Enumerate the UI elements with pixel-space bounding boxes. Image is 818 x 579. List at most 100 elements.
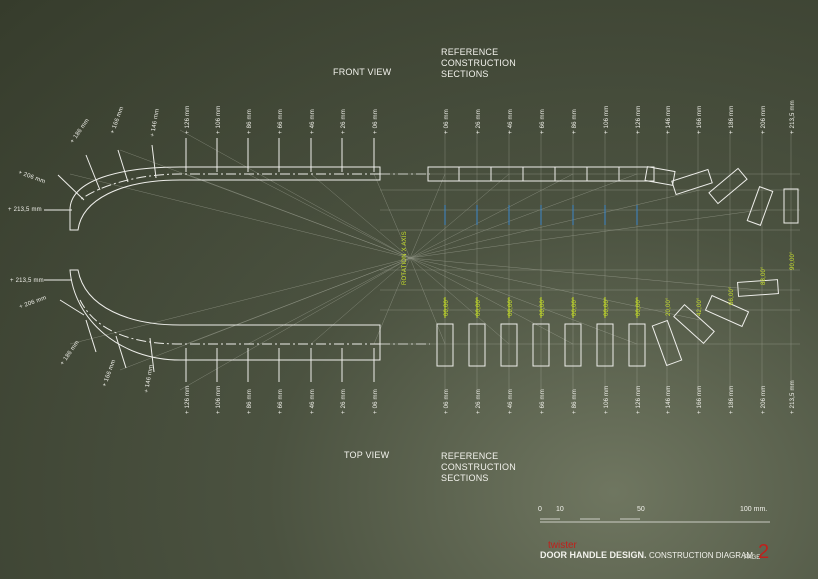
reference-line-1: REFERENCE bbox=[441, 47, 499, 57]
construction-line bbox=[409, 257, 574, 345]
section-dim-label-top: + 146 mm bbox=[666, 105, 672, 134]
top-dim-label: + 86 mm bbox=[247, 389, 253, 414]
section-box bbox=[746, 186, 774, 226]
section-dim-label-bottom: + 186 mm bbox=[729, 385, 735, 414]
section-dim-label-bottom: + 46 mm bbox=[508, 389, 514, 414]
section-dim-label-bottom: + 126 mm bbox=[636, 385, 642, 414]
brand-name: twister bbox=[548, 540, 577, 551]
angle-label: 00,00° bbox=[572, 297, 578, 316]
center-lines bbox=[380, 173, 430, 345]
section-box bbox=[564, 323, 582, 367]
angle-label: 00,00° bbox=[444, 297, 450, 316]
construction-line bbox=[409, 257, 701, 321]
front-dim-label: + 126 mm bbox=[185, 105, 191, 134]
construction-line bbox=[409, 209, 761, 259]
front-dim-label: + 86 mm bbox=[247, 109, 253, 134]
construction-line bbox=[409, 173, 510, 259]
angle-label: 00,00° bbox=[540, 297, 546, 316]
curve-dim-label: + 213,5 mm bbox=[8, 207, 42, 213]
angle-label: 00,00° bbox=[604, 297, 610, 316]
angle-label: 20,00° bbox=[666, 297, 672, 316]
section-box bbox=[704, 294, 750, 328]
construction-line bbox=[409, 257, 510, 345]
construction-line bbox=[409, 173, 574, 259]
angle-label: 42,00° bbox=[697, 297, 703, 316]
reference-sections-label-top: REFERENCE CONSTRUCTION SECTIONS bbox=[441, 47, 516, 80]
top-dim-label: + 126 mm bbox=[185, 385, 191, 414]
subtitle-text: CONSTRUCTION DIAGRAM bbox=[649, 551, 754, 560]
section-box bbox=[596, 323, 614, 367]
top-dim-label: + 66 mm bbox=[278, 389, 284, 414]
section-dim-label-top: + 213,5 mm bbox=[790, 100, 796, 134]
section-box bbox=[708, 167, 748, 205]
angle-label: 00,00° bbox=[636, 297, 642, 316]
section-box bbox=[737, 279, 779, 297]
front-dimension-ticks bbox=[185, 138, 375, 172]
top-view-handle bbox=[69, 269, 381, 361]
reference-line-3: SECTIONS bbox=[441, 69, 489, 79]
section-dim-label-top: + 86 mm bbox=[572, 109, 578, 134]
scale-tick-100: 100 mm. bbox=[740, 506, 768, 513]
section-dim-label-top: + 26 mm bbox=[476, 109, 482, 134]
rotation-axis-label: ROTATION X AXIS bbox=[402, 231, 408, 285]
section-box bbox=[651, 319, 683, 367]
front-dim-label: + 106 mm bbox=[216, 105, 222, 134]
reference-sections-front bbox=[427, 166, 799, 226]
construction-line bbox=[409, 257, 638, 345]
construction-line bbox=[247, 257, 411, 345]
section-box bbox=[671, 168, 713, 196]
section-dim-label-top: + 186 mm bbox=[729, 105, 735, 134]
construction-line bbox=[119, 149, 411, 259]
front-dim-label: + 46 mm bbox=[310, 109, 316, 134]
section-dim-label-bottom: + 106 mm bbox=[604, 385, 610, 414]
section-dim-label-bottom: + 06 mm bbox=[444, 389, 450, 414]
section-box bbox=[644, 166, 676, 186]
reference-line-2: CONSTRUCTION bbox=[441, 462, 516, 472]
front-curve-ticks bbox=[44, 144, 157, 211]
top-view-label: TOP VIEW bbox=[344, 450, 390, 460]
section-dim-label-bottom: + 26 mm bbox=[476, 389, 482, 414]
section-strip bbox=[427, 166, 655, 182]
front-dim-label: + 66 mm bbox=[278, 109, 284, 134]
construction-line bbox=[119, 257, 411, 371]
angle-label: 88,00° bbox=[761, 266, 767, 285]
front-view-label: FRONT VIEW bbox=[333, 67, 392, 77]
curve-dim-label: + 213,5 mm bbox=[10, 278, 44, 284]
diagram-title: DOOR HANDLE DESIGN. CONSTRUCTION DIAGRAM bbox=[540, 550, 753, 560]
scale-tick-50: 50 bbox=[637, 506, 645, 513]
front-view-handle bbox=[69, 166, 381, 231]
construction-line bbox=[69, 173, 411, 259]
construction-line bbox=[409, 257, 446, 345]
section-axis-lines bbox=[444, 205, 638, 318]
construction-line bbox=[247, 173, 411, 259]
section-dim-label-top: + 206 mm bbox=[761, 105, 767, 134]
reference-sections-label-bottom: REFERENCE CONSTRUCTION SECTIONS bbox=[441, 451, 516, 484]
title-text: DOOR HANDLE DESIGN. bbox=[540, 550, 647, 560]
section-dim-label-bottom: + 86 mm bbox=[572, 389, 578, 414]
section-box bbox=[783, 188, 799, 224]
section-dim-label-top: + 166 mm bbox=[697, 105, 703, 134]
section-dim-label-top: + 126 mm bbox=[636, 105, 642, 134]
section-box bbox=[673, 303, 715, 345]
construction-line bbox=[409, 189, 701, 259]
section-box bbox=[500, 323, 518, 367]
section-dim-label-bottom: + 146 mm bbox=[666, 385, 672, 414]
angle-label: 90,00° bbox=[790, 251, 796, 270]
section-dim-label-bottom: + 66 mm bbox=[540, 389, 546, 414]
scale-bar bbox=[540, 518, 770, 523]
section-dim-label-top: + 06 mm bbox=[444, 109, 450, 134]
top-curve-ticks bbox=[44, 279, 155, 373]
reference-line-1: REFERENCE bbox=[441, 451, 499, 461]
top-dim-label: + 26 mm bbox=[341, 389, 347, 414]
construction-line bbox=[310, 257, 411, 345]
top-dim-label: + 106 mm bbox=[216, 385, 222, 414]
section-dim-label-top: + 46 mm bbox=[508, 109, 514, 134]
section-dim-label-bottom: + 213,5 mm bbox=[790, 380, 796, 414]
angle-label: 00,00° bbox=[476, 297, 482, 316]
reference-line-3: SECTIONS bbox=[441, 473, 489, 483]
angle-label: 00,00° bbox=[508, 297, 514, 316]
front-dim-label: + 06 mm bbox=[373, 109, 379, 134]
section-dim-label-bottom: + 166 mm bbox=[697, 385, 703, 414]
section-dim-label-top: + 66 mm bbox=[540, 109, 546, 134]
